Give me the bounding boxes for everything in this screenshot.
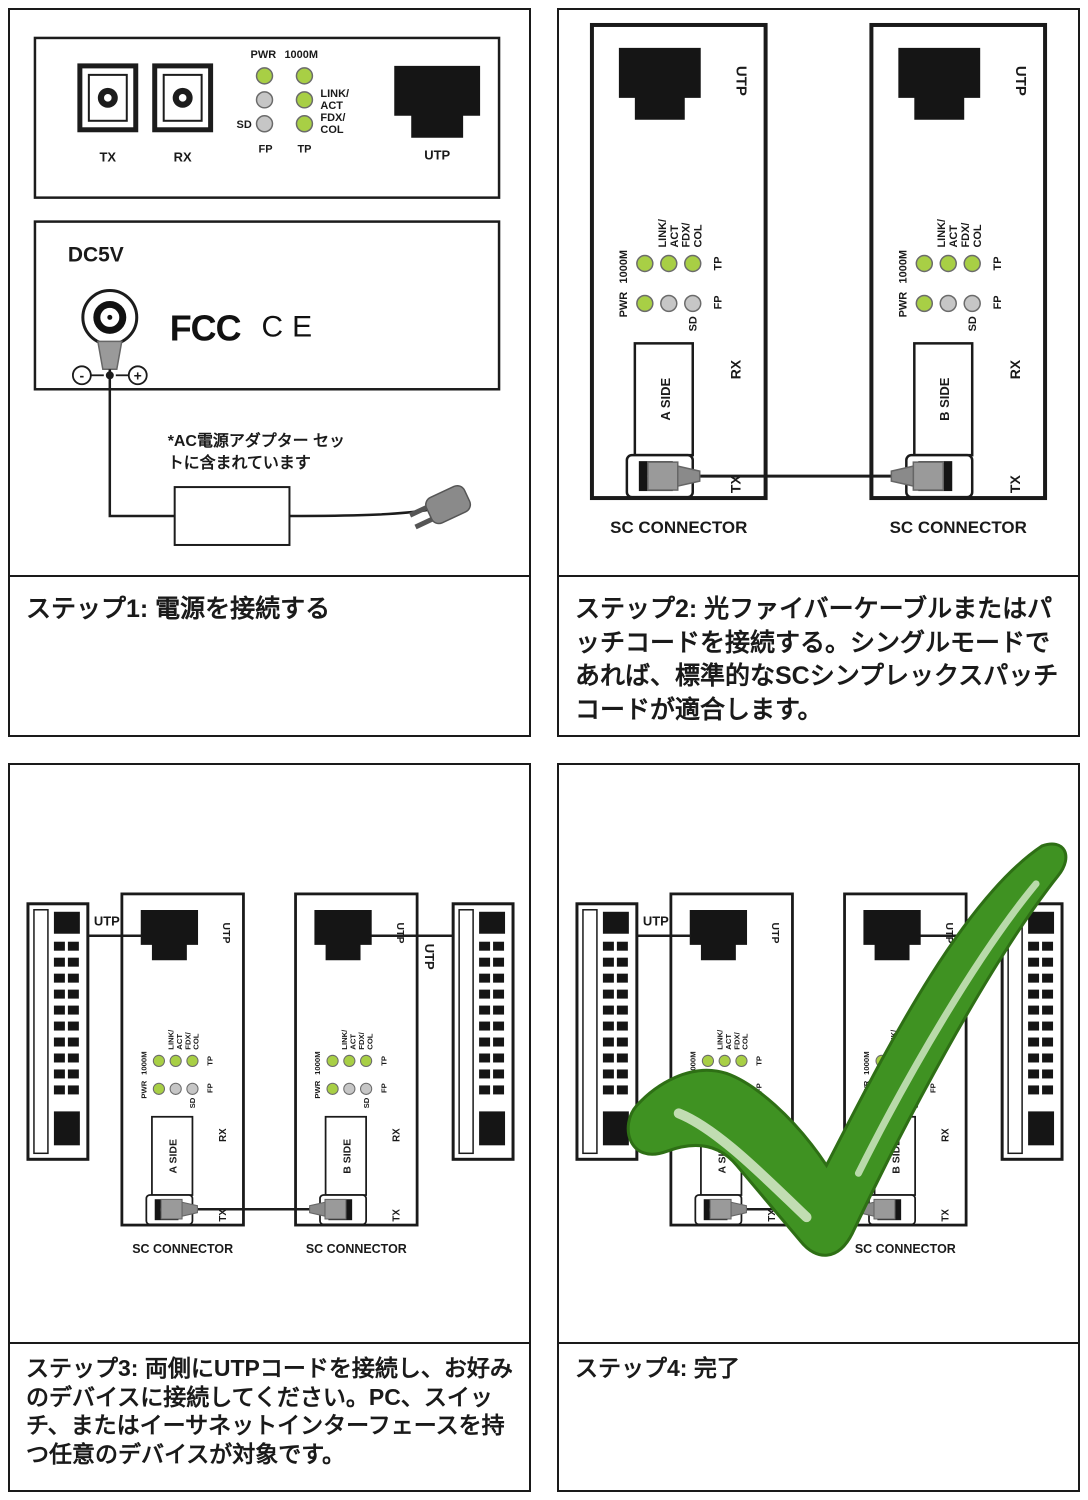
b-side-label: B SIDE [891,1139,902,1174]
checkmark-highlight-left [673,1108,812,1223]
step1-diagram-area: TX RX UTP DC5V [10,10,529,575]
converter-a [592,25,766,498]
tx-port-label: TX [100,150,117,165]
step4-diagram-area: A SIDE B SIDE UTP SC CONNECTOR [559,765,1078,1342]
panel-step1: TX RX UTP DC5V [8,8,531,737]
panel-step2: A SIDE B SIDE SC CONNECTOR SC CONNECTOR … [557,8,1080,737]
utp-jack [394,65,481,138]
a-side-label: A SIDE [169,1139,180,1174]
power-wire-left [108,369,175,518]
polarity-symbol: - + [71,365,148,386]
converter-b [296,894,418,1225]
step1-diagram: TX RX UTP DC5V [33,36,501,546]
step4-caption: ステップ4: 完了 [559,1342,1078,1490]
sc-connector-label-b: SC CONNECTOR [306,1242,407,1256]
step2-diagram-area: A SIDE B SIDE SC CONNECTOR SC CONNECTOR [559,10,1078,575]
polarity-minus: - [80,367,85,383]
step3-diagram: A SIDE B SIDE UTP UTP SC CONNECTOR SC CO… [26,765,515,1256]
sc-connector-label-a: SC CONNECTOR [132,1242,233,1256]
adapter-note-line1: *AC電源アダプター セッ [168,431,345,450]
checkmark [626,842,1068,1257]
ac-adapter-box [173,486,291,546]
converter-front-panel: TX RX UTP [33,36,501,199]
sc-connector-label-b: SC CONNECTOR [890,518,1027,537]
step4-diagram: A SIDE B SIDE UTP SC CONNECTOR [575,842,1068,1257]
switch-right [451,902,515,1161]
dc-plug [96,340,123,371]
panel-step3: A SIDE B SIDE UTP UTP SC CONNECTOR SC CO… [8,763,531,1492]
b-side-label: B SIDE [342,1139,353,1174]
rx-port-label: RX [174,150,192,165]
b-side-label: B SIDE [937,377,952,421]
dc-barrel-jack [81,288,139,371]
converter-b [871,25,1045,498]
adapter-note-line2: トに含まれています [168,453,311,472]
ac-plug [408,484,472,530]
sc-connector-label-b: SC CONNECTOR [855,1242,956,1256]
panel-step4: A SIDE B SIDE UTP SC CONNECTOR ステップ4: 完了 [557,763,1080,1492]
checkmark-highlight-right [854,880,1040,1177]
utp-jack-label: UTP [424,148,450,163]
ce-mark: CE [262,310,322,343]
converter-a [122,894,244,1225]
sc-port-rx [152,63,214,133]
a-side-label: A SIDE [658,378,673,421]
sc-port-tx [77,63,139,133]
step2-caption: ステップ2: 光ファイバーケーブルまたはパッチコードを接続する。シングルモードで… [559,575,1078,735]
step2-diagram: A SIDE B SIDE SC CONNECTOR SC CONNECTOR [559,10,1078,537]
utp-cable-label-left: UTP [643,914,669,929]
step1-caption: ステップ1: 電源を接続する [10,575,529,735]
power-input-panel: DC5V FCC CE - [33,220,501,391]
utp-cable-label-left: UTP [94,914,120,929]
sc-connector-label-a: SC CONNECTOR [610,518,747,537]
polarity-plus: + [134,367,142,383]
step3-caption: ステップ3: 両側にUTPコードを接続し、お好みのデバイスに接続してください。P… [10,1342,529,1490]
utp-cable-label-right: UTP [422,944,437,970]
power-wire-right [289,508,428,518]
fcc-mark: FCC [170,307,241,348]
switch-left [26,902,90,1161]
dc5v-label: DC5V [68,244,124,267]
a-side-label: A SIDE [718,1139,729,1174]
step3-diagram-area: A SIDE B SIDE UTP UTP SC CONNECTOR SC CO… [10,765,529,1342]
